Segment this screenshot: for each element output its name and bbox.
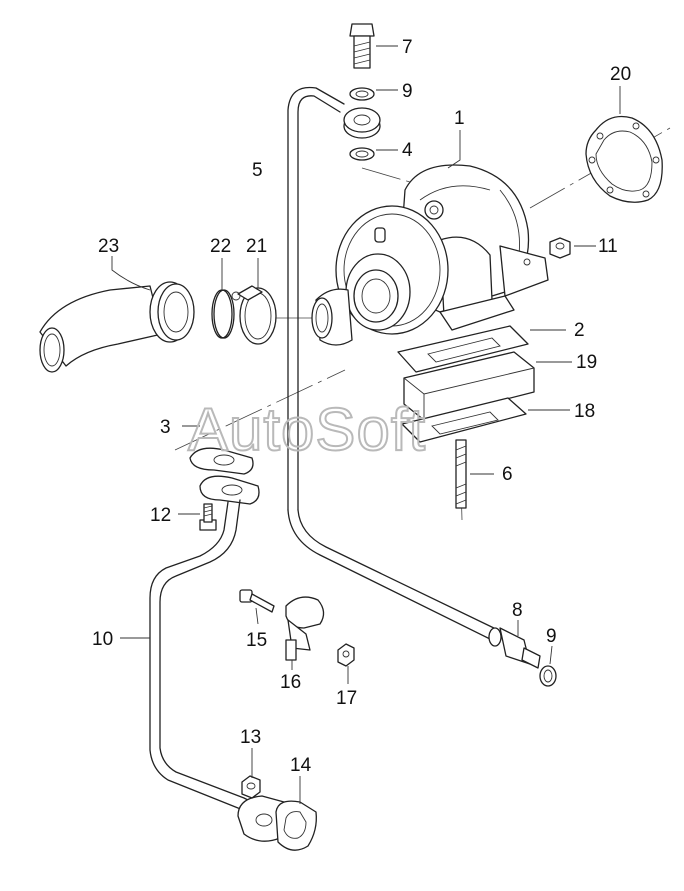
- callout-6: 6: [502, 464, 513, 485]
- callout-16: 16: [280, 672, 301, 693]
- oil-feed-pipe: [287, 86, 502, 647]
- sealing-washers-top: [349, 87, 375, 161]
- nut-11: [549, 237, 571, 259]
- callout-7: 7: [402, 37, 413, 58]
- callout-19: 19: [576, 352, 597, 373]
- exhaust-flange-stack: [397, 325, 535, 443]
- callout-11: 11: [598, 236, 618, 257]
- leader-lines: [111, 45, 621, 804]
- callout-12: 12: [150, 505, 171, 526]
- nut-13: [241, 775, 261, 799]
- callout-10: 10: [92, 629, 113, 650]
- callout-17: 17: [336, 688, 357, 709]
- callout-2: 2: [574, 320, 585, 341]
- callout-3: 3: [160, 417, 171, 438]
- banjo-fitting: [343, 107, 381, 139]
- callout-21: 21: [246, 236, 267, 257]
- callout-labels: 1 2 3 4 5 6 7 8 9 9 10 11 12 13 14 15 16…: [92, 37, 631, 776]
- gasket-20: [585, 115, 663, 203]
- pipe-bracket: [239, 589, 355, 667]
- callout-8: 8: [512, 600, 523, 621]
- callout-5: 5: [252, 160, 263, 181]
- gasket-14: [275, 800, 317, 851]
- o-ring-22: [211, 289, 235, 339]
- callout-1: 1: [454, 108, 465, 129]
- turbocharger: [311, 164, 549, 346]
- callout-13: 13: [240, 727, 261, 748]
- callout-15: 15: [246, 630, 267, 651]
- pipe-fitting-8: [499, 627, 557, 687]
- hose-clamp-21: [231, 285, 277, 345]
- banjo-bolt: [349, 23, 375, 69]
- watermark-text: AutoSoft: [188, 396, 426, 463]
- callout-4: 4: [402, 140, 413, 161]
- stud-6: [455, 439, 467, 509]
- callout-22: 22: [210, 236, 231, 257]
- oil-drain-pipe: [149, 447, 287, 842]
- callout-23: 23: [98, 236, 119, 257]
- callout-9-top: 9: [402, 81, 413, 102]
- intake-hose-23: [39, 281, 195, 373]
- callout-9-bottom: 9: [546, 626, 557, 647]
- bolt-12: [199, 503, 217, 531]
- callout-20: 20: [610, 64, 631, 85]
- callout-14: 14: [290, 755, 312, 776]
- callout-18: 18: [574, 401, 595, 422]
